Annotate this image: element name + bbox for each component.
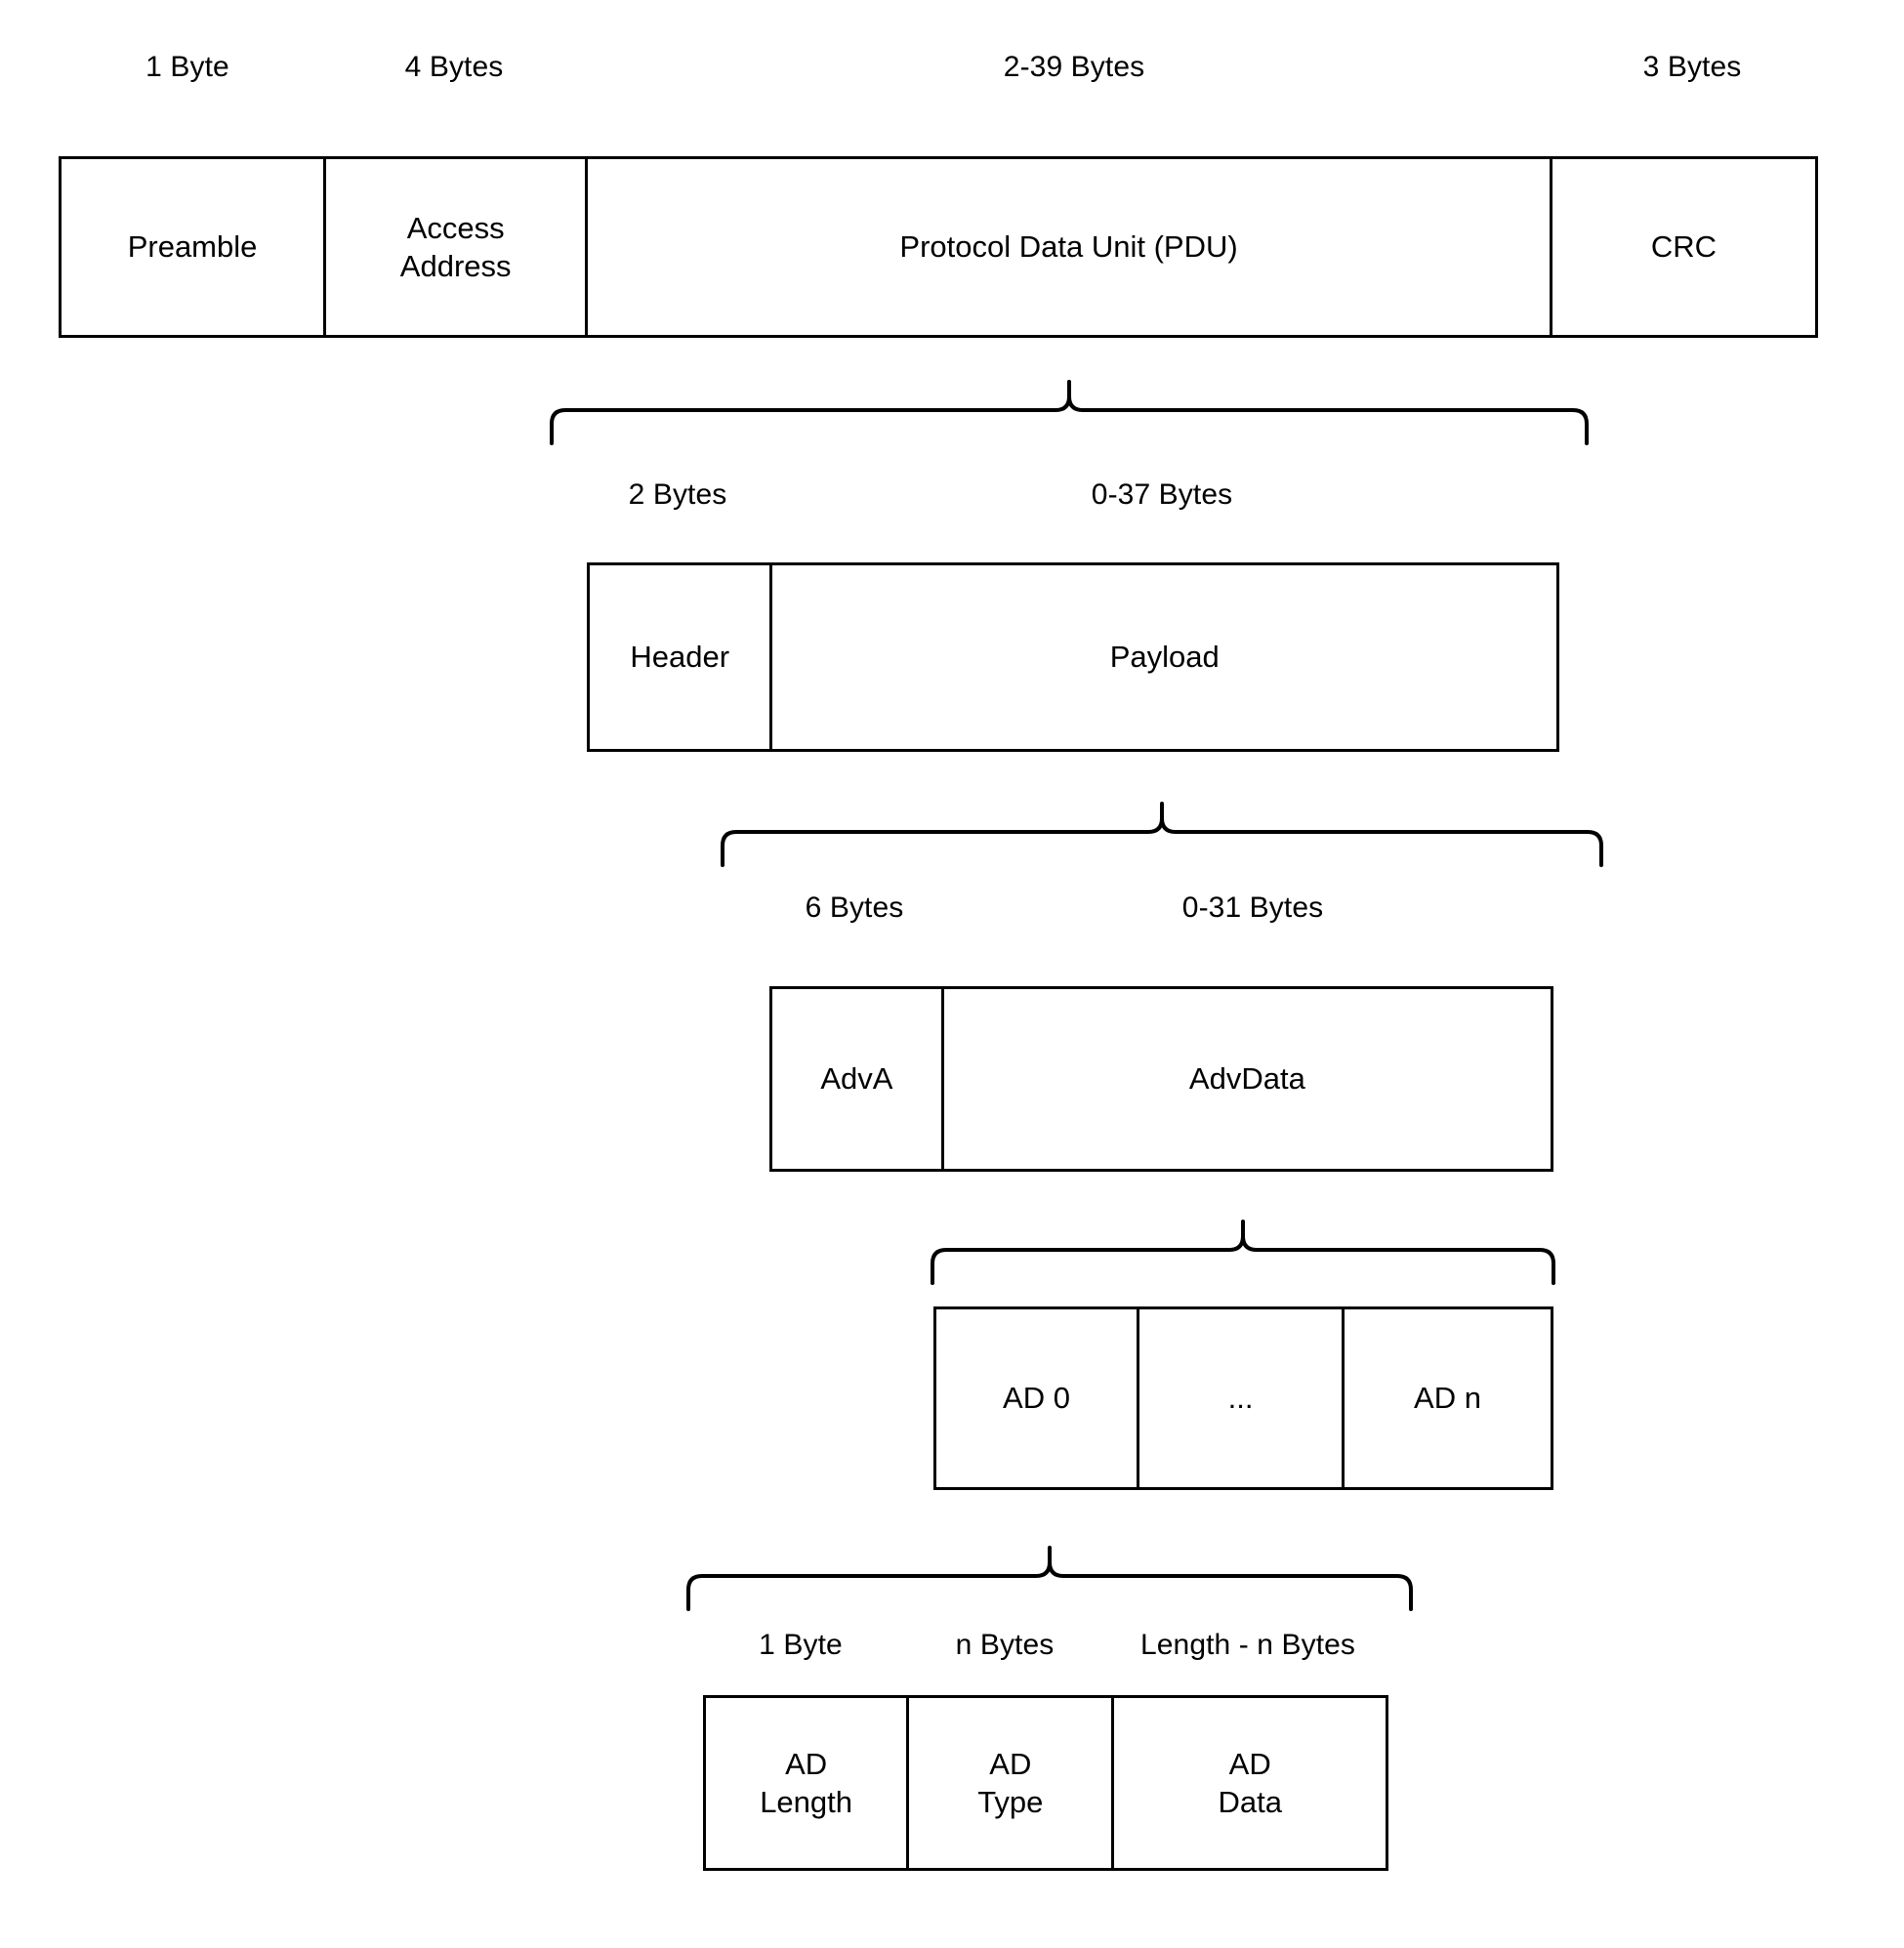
size-label-access-address: 4 Bytes [404, 51, 504, 83]
field-preamble[interactable]: Preamble [62, 159, 327, 335]
field-ad-type[interactable]: AD Type [909, 1698, 1115, 1868]
field-header[interactable]: Header [590, 565, 773, 749]
payload-row: AdvA AdvData [769, 986, 1553, 1172]
brace-pdu-to-header-payload [547, 379, 1592, 447]
brace-advdata-to-ad-structures [928, 1219, 1558, 1287]
field-ad-0[interactable]: AD 0 [936, 1309, 1140, 1487]
size-label-pdu: 2-39 Bytes [1003, 51, 1145, 83]
brace-payload-to-adva-advdata [718, 801, 1606, 869]
size-label-preamble: 1 Byte [145, 51, 229, 83]
field-adva[interactable]: AdvA [772, 989, 944, 1169]
size-label-ad-data: Length - n Bytes [1139, 1629, 1356, 1661]
field-pdu[interactable]: Protocol Data Unit (PDU) [588, 159, 1552, 335]
pdu-row: Header Payload [587, 562, 1559, 752]
field-advdata[interactable]: AdvData [943, 989, 1551, 1169]
size-label-adva: 6 Bytes [805, 891, 904, 924]
size-label-ad-type: n Bytes [955, 1629, 1055, 1661]
field-ad-ellipsis[interactable]: ... [1139, 1309, 1345, 1487]
size-label-advdata: 0-31 Bytes [1181, 891, 1324, 924]
size-label-crc: 3 Bytes [1642, 51, 1742, 83]
size-label-payload: 0-37 Bytes [1091, 478, 1233, 511]
field-crc[interactable]: CRC [1552, 159, 1815, 335]
brace-ad-to-ad-fields [683, 1545, 1416, 1613]
field-payload[interactable]: Payload [772, 565, 1556, 749]
ad-structure-row: AD Length AD Type AD Data [703, 1695, 1388, 1871]
size-label-header: 2 Bytes [628, 478, 727, 511]
field-ad-data[interactable]: AD Data [1114, 1698, 1386, 1868]
size-label-ad-length: 1 Byte [759, 1629, 843, 1661]
advdata-row: AD 0 ... AD n [933, 1306, 1553, 1490]
link-layer-packet-row: Preamble Access Address Protocol Data Un… [59, 156, 1818, 338]
field-ad-n[interactable]: AD n [1345, 1309, 1551, 1487]
field-access-address[interactable]: Access Address [326, 159, 589, 335]
field-ad-length[interactable]: AD Length [706, 1698, 910, 1868]
